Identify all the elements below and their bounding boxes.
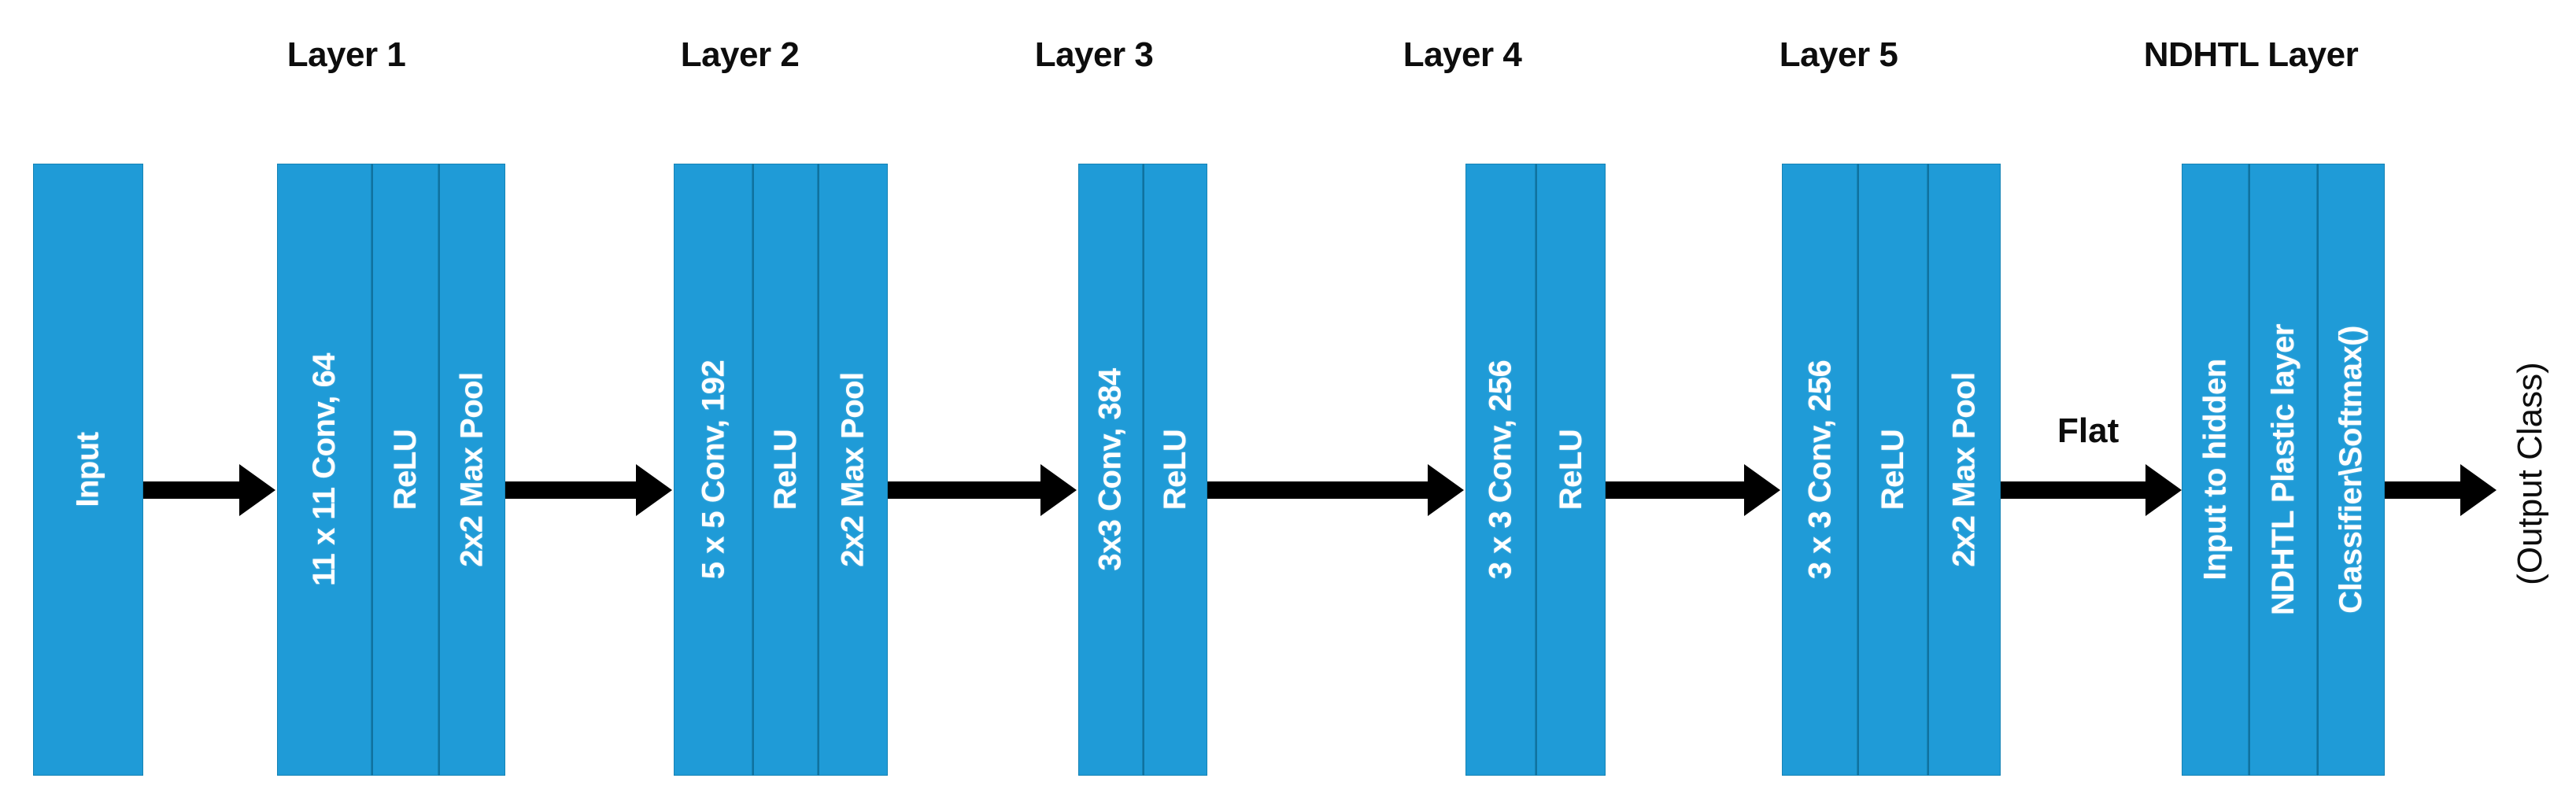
block-layer-5: 3 x 3 Conv, 256 ReLU 2x2 Max Pool	[1782, 164, 2001, 776]
sub-block-relu: ReLU	[1535, 164, 1606, 776]
output-class-label: (Output Class)	[2511, 362, 2549, 585]
block-input: Input	[33, 164, 143, 776]
arrow-head	[239, 464, 275, 516]
layer-title-ndhtl: NDHTL Layer	[2143, 35, 2359, 74]
arrow-head	[1040, 464, 1077, 516]
sub-block-label: 3x3 Conv, 384	[1092, 368, 1128, 571]
arrow-head	[2460, 464, 2497, 516]
arrow-head	[2145, 464, 2182, 516]
sub-block-maxpool: 2x2 Max Pool	[818, 164, 888, 776]
sub-block-conv: 11 x 11 Conv, 64	[277, 164, 371, 776]
sub-block-label: Input	[70, 432, 105, 507]
sub-block-label: ReLU	[1553, 429, 1588, 511]
sub-block-plastic-layer: NDHTL Plastic layer	[2249, 164, 2317, 776]
sub-block-label: 2x2 Max Pool	[1947, 372, 1982, 567]
sub-block-label: 3 x 3 Conv, 256	[1483, 360, 1518, 580]
sub-block-label: ReLU	[768, 429, 804, 511]
arrow-shaft	[888, 481, 1040, 499]
arrow-shaft	[2385, 481, 2460, 499]
arrow-head	[1428, 464, 1464, 516]
sub-block-relu: ReLU	[1142, 164, 1207, 776]
block-layer-3: 3x3 Conv, 384 ReLU	[1078, 164, 1207, 776]
arrow-layer1-to-layer2	[505, 464, 672, 516]
arrow-shaft	[143, 481, 239, 499]
arrow-layer4-to-layer5	[1606, 464, 1780, 516]
sub-block-label: Input to hidden	[2197, 359, 2233, 581]
arrow-input-to-layer1	[143, 464, 275, 516]
sub-block-label: Classifier\Softmax()	[2334, 326, 2369, 614]
arrow-head	[636, 464, 672, 516]
sub-block-label: ReLU	[387, 429, 423, 511]
sub-block-label: 2x2 Max Pool	[454, 372, 490, 567]
sub-block-relu: ReLU	[752, 164, 819, 776]
layer-title-4: Layer 4	[1403, 35, 1522, 74]
sub-block-conv: 3 x 3 Conv, 256	[1465, 164, 1536, 776]
sub-block-label: NDHTL Plastic layer	[2265, 324, 2301, 615]
sub-block-label: 3 x 3 Conv, 256	[1802, 360, 1837, 580]
layer-title-2: Layer 2	[680, 35, 800, 74]
arrow-shaft	[1207, 481, 1428, 499]
arrow-shaft	[2001, 481, 2145, 499]
arrow-head	[1744, 464, 1780, 516]
flat-label: Flat	[2057, 411, 2120, 450]
sub-block-label: ReLU	[1158, 429, 1193, 511]
arrow-shaft	[1606, 481, 1744, 499]
sub-block-relu: ReLU	[1857, 164, 1927, 776]
sub-block-maxpool: 2x2 Max Pool	[438, 164, 505, 776]
sub-block-conv: 3 x 3 Conv, 256	[1782, 164, 1857, 776]
layer-title-3: Layer 3	[1034, 35, 1154, 74]
block-ndhtl-layer: Input to hidden NDHTL Plastic layer Clas…	[2182, 164, 2385, 776]
sub-block-label: 2x2 Max Pool	[836, 372, 871, 567]
sub-block-conv: 3x3 Conv, 384	[1078, 164, 1143, 776]
block-layer-4: 3 x 3 Conv, 256 ReLU	[1465, 164, 1606, 776]
sub-block-label: 11 x 11 Conv, 64	[306, 353, 342, 586]
sub-block-label: ReLU	[1875, 429, 1910, 511]
arrow-layer2-to-layer3	[888, 464, 1077, 516]
sub-block-conv: 5 x 5 Conv, 192	[674, 164, 752, 776]
sub-block-classifier-softmax: Classifier\Softmax()	[2316, 164, 2385, 776]
arrow-layer5-to-ndhtl	[2001, 464, 2182, 516]
block-layer-1: 11 x 11 Conv, 64 ReLU 2x2 Max Pool	[277, 164, 505, 776]
block-layer-2: 5 x 5 Conv, 192 ReLU 2x2 Max Pool	[674, 164, 888, 776]
sub-block-relu: ReLU	[371, 164, 438, 776]
arrow-shaft	[505, 481, 636, 499]
sub-block-label: 5 x 5 Conv, 192	[695, 360, 730, 580]
sub-block-input: Input	[33, 164, 143, 776]
layer-title-1: Layer 1	[286, 35, 406, 74]
layer-title-5: Layer 5	[1779, 35, 1898, 74]
arrow-layer3-to-layer4	[1207, 464, 1464, 516]
sub-block-input-to-hidden: Input to hidden	[2182, 164, 2249, 776]
arrow-ndhtl-to-output	[2385, 464, 2497, 516]
sub-block-maxpool: 2x2 Max Pool	[1927, 164, 2001, 776]
